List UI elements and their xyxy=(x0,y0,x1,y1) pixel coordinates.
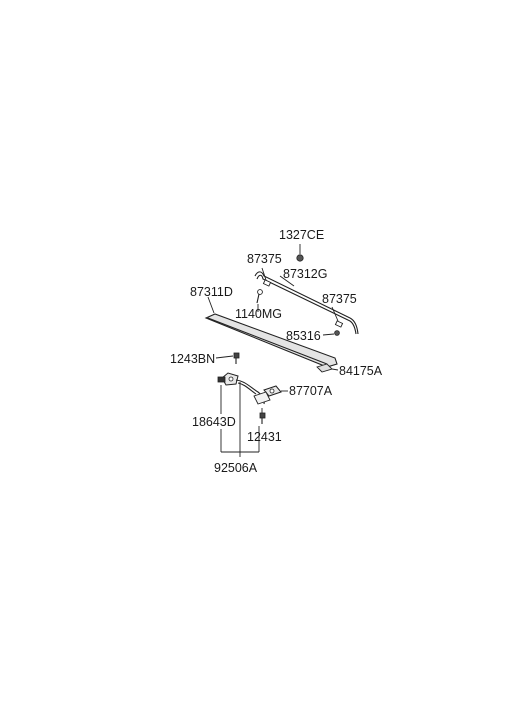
label-87375-right: 87375 xyxy=(322,292,357,306)
fastener-85316-drawing xyxy=(322,330,340,336)
label-87311d: 87311D xyxy=(190,285,233,299)
label-85316: 85316 xyxy=(286,329,321,343)
label-87312g: 87312G xyxy=(283,267,327,281)
pad-84175a-drawing xyxy=(316,363,339,373)
nut-1327ce-drawing xyxy=(296,244,304,262)
label-84175a: 84175A xyxy=(339,364,383,378)
bracket-drawing xyxy=(253,391,271,405)
label-1243bn: 1243BN xyxy=(170,352,215,366)
label-87707a: 87707A xyxy=(289,384,333,398)
clip-87375-right-drawing xyxy=(331,306,344,328)
clip-87375-top-drawing xyxy=(261,267,272,287)
group-bracket-lines xyxy=(220,382,260,457)
label-1140mg: 1140MG xyxy=(235,307,282,321)
trim-strip-87312g-drawing xyxy=(254,271,359,335)
garnish-87311d-drawing xyxy=(204,296,338,368)
label-12431: 12431 xyxy=(247,430,282,444)
screw-1140mg-drawing xyxy=(256,289,263,312)
label-18643d: 18643D xyxy=(192,415,236,429)
label-87375-top: 87375 xyxy=(247,252,282,266)
screw-12431-drawing xyxy=(259,408,266,424)
label-92506a: 92506A xyxy=(214,461,258,475)
label-1327ce: 1327CE xyxy=(279,228,324,242)
bolt-1243bn-drawing xyxy=(215,352,240,364)
